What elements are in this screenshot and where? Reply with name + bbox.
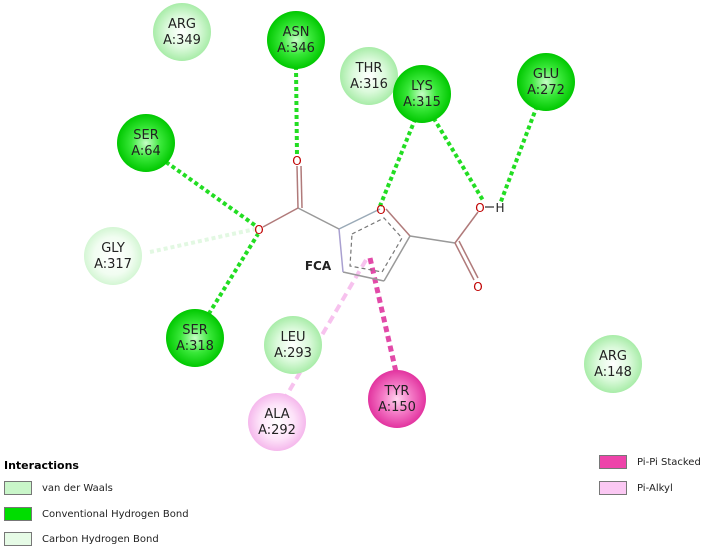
residue-number: A:315 [403, 95, 441, 110]
residue-number: A:293 [274, 346, 312, 361]
residue-disc [393, 65, 451, 123]
legend-item-carbon-hbond: Carbon Hydrogen Bond [4, 531, 159, 547]
legend-label: Pi-Alkyl [637, 482, 673, 494]
legend-swatch [4, 507, 32, 521]
residue-leu293: LEU A:293 [264, 316, 322, 374]
residue-name: ARG [168, 17, 196, 32]
oxygen-atom: O [473, 280, 482, 294]
bond [342, 271, 385, 282]
bond [409, 235, 456, 244]
bond [454, 242, 475, 281]
residue-disc [248, 393, 306, 451]
residue-number: A:64 [131, 144, 161, 159]
residue-arg349: ARG A:349 [153, 3, 211, 61]
hbond-line-glu272 [498, 105, 539, 205]
bond [385, 208, 411, 237]
residue-name: LYS [411, 79, 433, 94]
legend-swatch [4, 481, 32, 495]
residue-disc [368, 370, 426, 428]
residue-arg148: ARG A:148 [584, 335, 642, 393]
carbon-hbond-line-gly317 [149, 226, 261, 254]
residue-number: A:148 [594, 365, 632, 380]
bond [262, 207, 299, 228]
residue-disc [340, 47, 398, 105]
bond [458, 240, 479, 279]
legend-title: Interactions [4, 459, 79, 472]
legend-item-pi-alkyl: Pi-Alkyl [599, 480, 673, 496]
hbond-line-ser64 [164, 160, 258, 228]
residue-name: ASN [283, 25, 310, 40]
residue-name: GLU [533, 67, 559, 82]
oxygen-atom: O [254, 223, 263, 237]
residue-number: A:317 [94, 257, 132, 272]
residue-name: ARG [599, 349, 627, 364]
hbond-line-lys315-oh [428, 110, 486, 204]
residue-disc [84, 227, 142, 285]
pi-alkyl-line-ala292 [276, 258, 368, 412]
residue-ser318: SER A:318 [166, 309, 224, 367]
legend-label: Carbon Hydrogen Bond [42, 533, 159, 545]
residue-disc [153, 3, 211, 61]
residue-asn346: ASN A:346 [267, 11, 325, 69]
residue-ala292: ALA A:292 [248, 393, 306, 451]
residue-disc [166, 309, 224, 367]
residue-glu272: GLU A:272 [517, 53, 575, 111]
legend-swatch [4, 532, 32, 546]
residue-name: THR [355, 61, 383, 76]
ligand-label: FCA [305, 259, 332, 273]
bond [297, 207, 340, 230]
pi-pi-line-tyr150 [367, 257, 399, 373]
residue-disc [267, 11, 325, 69]
legend-item-vdw: van der Waals [4, 480, 113, 496]
legend-label: Pi-Pi Stacked [637, 456, 701, 468]
residue-lys315: LYS A:315 [393, 65, 451, 123]
residue-ser64: SER A:64 [117, 114, 175, 172]
bond [296, 165, 299, 209]
residue-name: ALA [264, 407, 289, 422]
hbond-line-ser318 [203, 232, 260, 322]
residue-name: SER [182, 323, 208, 338]
legend-item-hbond: Conventional Hydrogen Bond [4, 506, 189, 522]
residue-disc [117, 114, 175, 172]
hbond-line-lys315-ring [378, 111, 420, 207]
legend-label: van der Waals [42, 482, 113, 494]
residue-tyr150: TYR A:150 [368, 370, 426, 428]
legend-swatch [599, 455, 627, 469]
aromatic-ring [349, 217, 403, 273]
residue-number: A:349 [163, 33, 201, 48]
residue-number: A:316 [350, 77, 388, 92]
residue-name: SER [133, 128, 159, 143]
residue-name: GLY [101, 241, 125, 256]
residues: ARG A:349 ASN A:346 THR A:316 LYS A:315 … [84, 3, 642, 451]
legend-label: Conventional Hydrogen Bond [42, 508, 189, 520]
residue-number: A:292 [258, 423, 296, 438]
legend-item-pi-pi: Pi-Pi Stacked [599, 454, 701, 470]
residue-number: A:346 [277, 41, 315, 56]
legend-swatch [599, 481, 627, 495]
bond [338, 228, 344, 273]
hydrogen-atom: H [495, 201, 504, 215]
residue-gly317: GLY A:317 [84, 227, 142, 285]
residue-number: A:318 [176, 339, 214, 354]
ligand-fca: O O O O O H FCA [254, 154, 504, 294]
bond [454, 211, 479, 244]
oxygen-atom: O [475, 201, 484, 215]
oxygen-atom: O [292, 154, 301, 168]
residue-number: A:150 [378, 400, 416, 415]
hbond-line-asn346 [294, 65, 299, 157]
interaction-lines [149, 65, 539, 412]
residue-disc [584, 335, 642, 393]
bond [300, 165, 303, 209]
residue-disc [264, 316, 322, 374]
residue-thr316: THR A:316 [340, 47, 398, 105]
residue-name: LEU [281, 330, 306, 345]
bond [383, 235, 411, 282]
residue-name: TYR [384, 384, 410, 399]
oxygen-atom: O [376, 203, 385, 217]
residue-number: A:272 [527, 83, 565, 98]
bond [338, 208, 381, 230]
residue-disc [517, 53, 575, 111]
